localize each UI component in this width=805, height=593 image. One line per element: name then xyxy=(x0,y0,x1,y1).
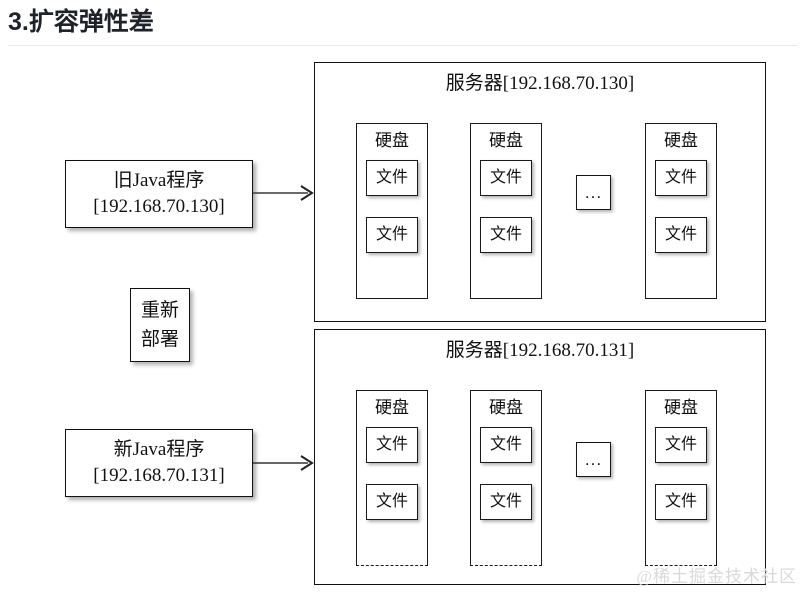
server-2-title: 服务器[192.168.70.131] xyxy=(445,340,635,361)
old-java-program-name: 旧Java程序 xyxy=(113,170,205,191)
old-java-program-box: 旧Java程序 [192.168.70.130] xyxy=(65,160,253,228)
server-1-disk-1: 硬盘 文件 文件 xyxy=(356,123,428,299)
server-1-disk-3: 硬盘 文件 文件 xyxy=(645,123,717,299)
server-1-title: 服务器[192.168.70.130] xyxy=(445,73,635,94)
arrow-right-icon-top xyxy=(253,182,315,204)
new-java-program-ip: [192.168.70.131] xyxy=(93,465,225,486)
server-2-disk-1: 硬盘 文件 文件 xyxy=(356,390,428,566)
server-2-disk-2: 硬盘 文件 文件 xyxy=(470,390,542,566)
server-1-disk-3-file-2: 文件 xyxy=(655,217,707,253)
server-1-disk-1-label: 硬盘 xyxy=(375,131,409,150)
server-2-disk-1-file-2: 文件 xyxy=(366,484,418,520)
server-2-disk-3-file-1: 文件 xyxy=(655,427,707,463)
redeploy-line-2: 部署 xyxy=(140,329,179,350)
old-java-program-ip: [192.168.70.130] xyxy=(93,196,225,217)
server-1-disks-ellipsis: ... xyxy=(576,175,611,210)
server-1-disk-2-label: 硬盘 xyxy=(489,131,523,150)
server-1-disk-2: 硬盘 文件 文件 xyxy=(470,123,542,299)
server-box-2: 服务器[192.168.70.131] 硬盘 文件 文件 硬盘 文件 文件 ..… xyxy=(314,329,766,585)
server-1-disk-1-file-2: 文件 xyxy=(366,217,418,253)
new-java-program-box: 新Java程序 [192.168.70.131] xyxy=(65,429,253,497)
server-2-disk-3-file-2: 文件 xyxy=(655,484,707,520)
server-2-disk-1-file-1: 文件 xyxy=(366,427,418,463)
server-2-disk-3-label: 硬盘 xyxy=(664,398,698,417)
redeploy-box: 重新 部署 xyxy=(130,288,190,362)
server-1-disk-1-file-1: 文件 xyxy=(366,160,418,196)
new-java-program-name: 新Java程序 xyxy=(113,439,205,460)
title-divider xyxy=(8,45,797,46)
server-1-disk-3-file-1: 文件 xyxy=(655,160,707,196)
server-1-disk-3-label: 硬盘 xyxy=(664,131,698,150)
server-1-disk-2-file-2: 文件 xyxy=(480,217,532,253)
server-1-disk-2-file-1: 文件 xyxy=(480,160,532,196)
page-title: 3.扩容弹性差 xyxy=(8,8,154,36)
server-2-disk-2-file-1: 文件 xyxy=(480,427,532,463)
server-2-disks-ellipsis: ... xyxy=(576,442,611,477)
redeploy-line-1: 重新 xyxy=(140,300,179,321)
server-2-disk-2-file-2: 文件 xyxy=(480,484,532,520)
arrow-right-icon-bottom xyxy=(253,452,315,474)
server-2-disk-1-label: 硬盘 xyxy=(375,398,409,417)
server-2-disk-3: 硬盘 文件 文件 xyxy=(645,390,717,566)
server-2-disk-2-label: 硬盘 xyxy=(489,398,523,417)
server-box-1: 服务器[192.168.70.130] 硬盘 文件 文件 硬盘 文件 文件 ..… xyxy=(314,62,766,322)
